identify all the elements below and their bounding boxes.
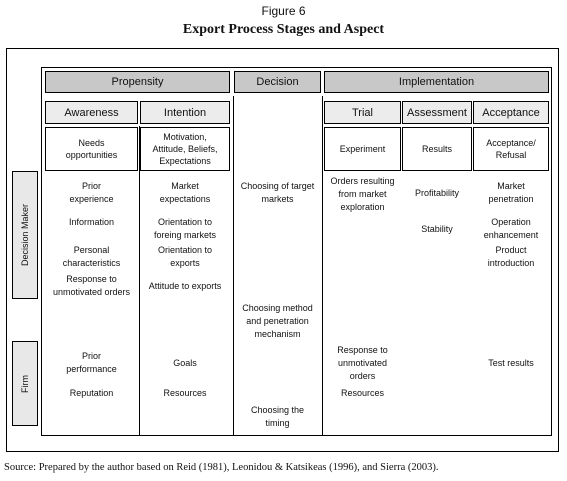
outer-frame — [6, 48, 559, 452]
row-firm: Firm — [12, 341, 38, 426]
cell-resources-intention: Resources — [163, 388, 207, 398]
def-intention: Motivation, Attitude, Beliefs, Expectati… — [140, 127, 230, 171]
figure-title: Export Process Stages and Aspect — [182, 22, 385, 37]
header-propensity: Propensity — [45, 71, 230, 93]
cell-goals: Goals — [173, 358, 197, 368]
header-assessment: Assessment — [402, 101, 472, 124]
cell-response-unmotivated-orders: Response to unmotivated orders — [52, 274, 131, 297]
header-intention: Intention — [140, 101, 230, 124]
header-acceptance: Acceptance — [473, 101, 549, 124]
cell-profitability: Profitability — [414, 188, 459, 198]
cell-information: Information — [68, 217, 115, 227]
divider-propensity-decision — [233, 96, 234, 436]
cell-orders-market-exploration: Orders resulting from market exploration — [330, 176, 395, 212]
cell-orientation-foreign-markets: Orientation to foreing markets — [153, 217, 217, 240]
cell-choosing-method: Choosing method and penetration mechanis… — [242, 303, 313, 339]
row-firm-label: Firm — [20, 374, 30, 393]
cell-prior-performance: Prior performance — [66, 351, 117, 374]
cell-response-unmotivated-orders-trial: Response to unmotivated orders — [337, 345, 388, 381]
header-decision: Decision — [234, 71, 321, 93]
cell-choosing-target-markets: Choosing of target markets — [240, 181, 315, 204]
figure-label: Figure 6 — [261, 4, 306, 18]
cell-personal-characteristics: Personal characteristics — [62, 245, 121, 268]
cell-prior-experience: Prior experience — [69, 181, 114, 204]
row-decision-maker: Decision Maker — [12, 171, 38, 299]
def-awareness-text: Needs opportunities — [65, 138, 118, 160]
def-acceptance-text: Acceptance/ Refusal — [486, 138, 536, 160]
cell-resources-trial: Resources — [340, 388, 385, 398]
cell-orientation-exports: Orientation to exports — [157, 245, 213, 268]
inner-frame — [41, 67, 552, 436]
cell-market-expectations: Market expectations — [159, 181, 211, 204]
header-trial: Trial — [324, 101, 401, 124]
source-note: Source: Prepared by the author based on … — [4, 462, 439, 473]
row-decision-maker-label: Decision Maker — [20, 203, 30, 267]
divider-decision-implementation — [322, 96, 323, 436]
def-trial-text: Experiment — [339, 144, 386, 154]
cell-market-penetration: Market penetration — [488, 181, 534, 204]
cell-stability: Stability — [421, 224, 453, 234]
cell-choosing-timing: Choosing the timing — [250, 405, 305, 428]
divider-awareness-intention — [139, 126, 140, 436]
header-awareness: Awareness — [45, 101, 138, 124]
cell-product-introduction: Product introduction — [487, 245, 535, 268]
def-trial: Experiment — [324, 127, 401, 171]
def-awareness: Needs opportunities — [45, 127, 138, 171]
header-implementation: Implementation — [324, 71, 549, 93]
cell-attitude-exports: Attitude to exports — [148, 281, 222, 291]
def-assessment-text: Results — [421, 144, 452, 154]
cell-test-results: Test results — [488, 358, 534, 368]
cell-operation-enhancement: Operation enhancement — [483, 217, 539, 240]
def-intention-text: Motivation, Attitude, Beliefs, Expectati… — [152, 132, 218, 166]
def-assessment: Results — [402, 127, 472, 171]
def-acceptance: Acceptance/ Refusal — [473, 127, 549, 171]
cell-reputation: Reputation — [69, 388, 114, 398]
